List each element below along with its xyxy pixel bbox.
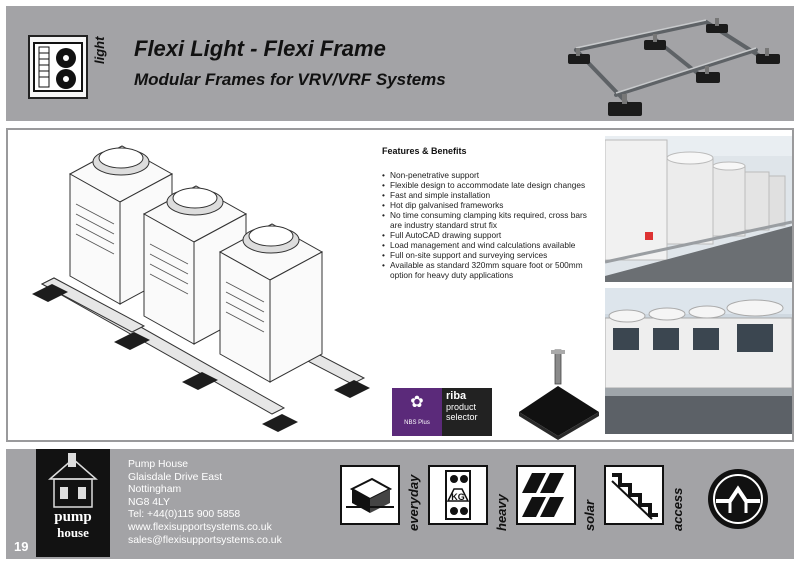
everyday-icon: [340, 465, 400, 525]
rooftop-photo-1: [605, 136, 792, 282]
solar-label: solar: [582, 499, 597, 531]
feature-item: No time consuming clamping kits required…: [382, 210, 598, 230]
feature-item: Flexible design to accommodate late desi…: [382, 180, 598, 190]
riba-product-selector-badge: riba product selector: [442, 388, 492, 436]
contact-address: Pump House Glaisdale Drive East Nottingh…: [128, 459, 282, 546]
page-subtitle: Modular Frames for VRV/VRF Systems: [134, 70, 446, 89]
frame-illustration: [568, 18, 780, 116]
content-panel: Features & Benefits Non-penetrative supp…: [6, 128, 794, 442]
header-band: light Flexi Light - Flexi Frame Modular …: [6, 6, 794, 121]
vrv-units-illustration: [32, 145, 370, 432]
light-range-icon: [28, 35, 88, 99]
page-number: 19: [14, 539, 29, 554]
everyday-label: everyday: [406, 474, 421, 531]
pump-house-building-icon: [47, 453, 99, 508]
pump-house-logo: pump house: [36, 449, 110, 557]
telephone: Tel: +44(0)115 900 5858: [128, 509, 241, 521]
heavy-label: heavy: [494, 494, 509, 531]
page-title: Flexi Light - Flexi Frame: [134, 36, 386, 61]
kg-weight-label: KG: [451, 492, 465, 502]
light-range-label: light: [92, 36, 107, 64]
feature-item: Available as standard 320mm square foot …: [382, 260, 598, 280]
access-label: access: [670, 487, 685, 531]
solar-icon: [516, 465, 576, 525]
heavy-icon: KG: [428, 465, 488, 525]
support-foot-illustration: [519, 349, 599, 440]
footer-band: pump house 19 Pump House Glaisdale Drive…: [6, 449, 794, 559]
feature-item: Full AutoCAD drawing support: [382, 230, 598, 240]
feature-item: Hot dip galvanised frameworks: [382, 200, 598, 210]
nbs-plus-badge: ✿ NBS Plus: [392, 388, 442, 436]
feature-item: Full on-site support and surveying servi…: [382, 250, 598, 260]
features-heading: Features & Benefits: [382, 146, 467, 156]
email-link[interactable]: sales@flexisupportsystems.co.uk: [128, 534, 282, 546]
feature-item: Non-penetrative support: [382, 170, 598, 180]
feature-item: Load management and wind calculations av…: [382, 240, 598, 250]
access-icon: [604, 465, 664, 525]
rooftop-photo-2: [605, 288, 792, 434]
nbs-flower-icon: ✿: [410, 394, 424, 411]
feature-item: Fast and simple installation: [382, 190, 598, 200]
website-link[interactable]: www.flexisupportsystems.co.uk: [128, 521, 272, 533]
flexi-brand-logo-icon: [708, 469, 768, 529]
features-list: Features & Benefits Non-penetrative supp…: [382, 146, 598, 280]
